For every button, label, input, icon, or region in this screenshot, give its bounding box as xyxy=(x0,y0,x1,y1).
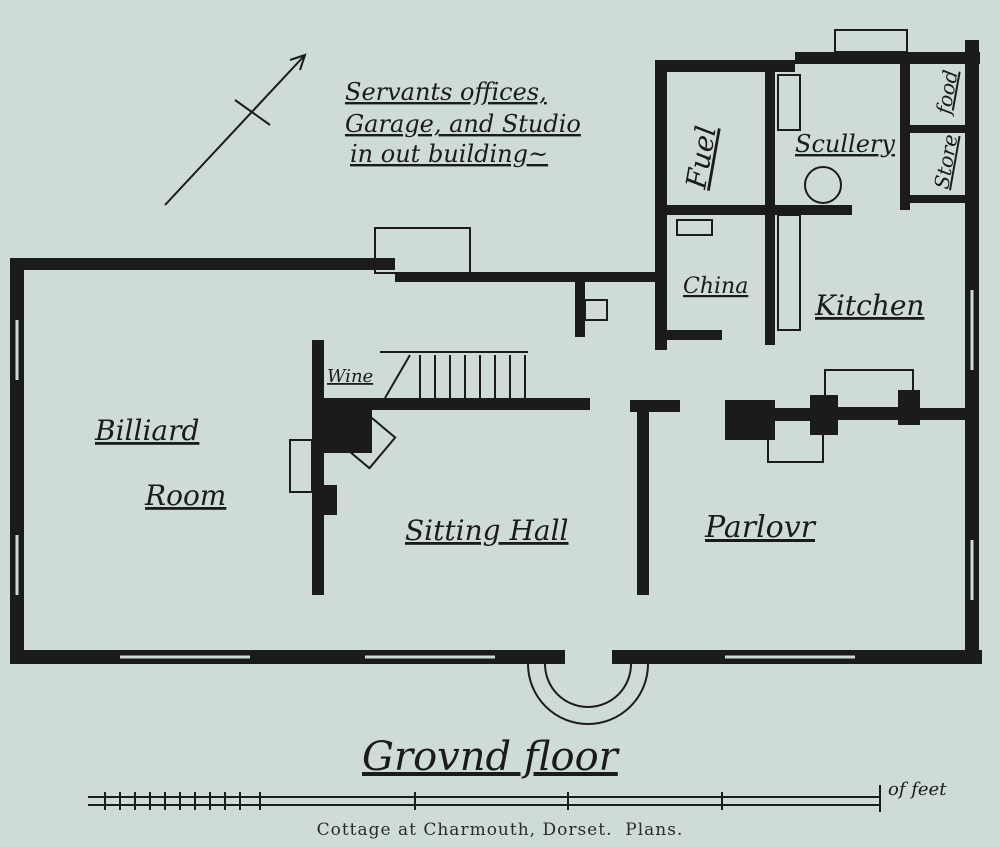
copper-icon xyxy=(804,166,842,204)
note-line-2: Garage, and Studio xyxy=(345,110,581,138)
room-label-fuel: Fuel xyxy=(679,123,723,192)
fixtures xyxy=(289,29,914,493)
staircase xyxy=(337,351,528,470)
room-label-store: Store xyxy=(929,132,962,191)
windows xyxy=(15,290,974,659)
room-label-room: Room xyxy=(144,479,226,512)
scale-bar xyxy=(88,785,881,812)
caption-place: Cottage at Charmouth, Dorset. xyxy=(316,820,613,840)
dresser-icon xyxy=(777,214,801,331)
room-labels: Fuel Scullery food Store China Kitchen W… xyxy=(94,68,963,547)
room-label-sitting-hall: Sitting Hall xyxy=(405,514,568,547)
note-line-1: Servants offices, xyxy=(345,78,547,106)
room-label-food: food xyxy=(931,68,963,118)
note-line-3: in out building~ xyxy=(350,140,548,168)
room-label-scullery: Scullery xyxy=(795,130,895,158)
sink-icon xyxy=(777,74,801,131)
caption-kind: Plans. xyxy=(625,820,684,840)
north-arrow-icon xyxy=(164,53,307,206)
room-label-kitchen: Kitchen xyxy=(814,289,924,322)
room-label-wine: Wine xyxy=(327,366,373,387)
room-label-china: China xyxy=(683,274,748,299)
outbuilding-note: Servants offices, Garage, and Studio in … xyxy=(345,78,581,168)
entrance-porch xyxy=(527,663,649,725)
room-label-billiard: Billiard xyxy=(94,414,199,447)
caption: Cottage at Charmouth, Dorset. Plans. xyxy=(0,820,1000,840)
scale-label: of feet xyxy=(888,779,947,800)
room-label-parlour: Parlovr xyxy=(704,510,817,545)
plan-title: Grovnd floor xyxy=(362,734,621,780)
